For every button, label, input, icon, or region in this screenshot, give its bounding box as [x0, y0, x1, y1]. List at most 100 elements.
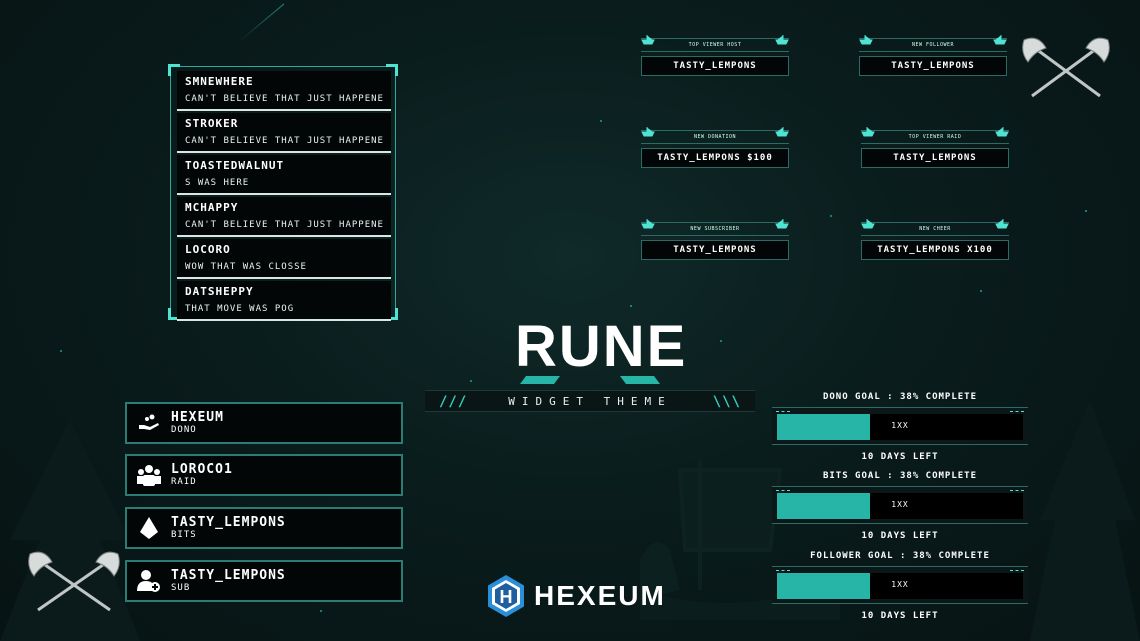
alert-header: TOP VIEWER RAID: [908, 134, 962, 140]
ship-icon: [993, 35, 1007, 45]
ship-icon: [641, 219, 655, 229]
star: [1085, 210, 1087, 212]
alert-value: TASTY_LEMPONS: [641, 240, 789, 260]
alert-value: TASTY_LEMPONS X100: [861, 240, 1009, 260]
alert-top-viewer-raid: TOP VIEWER RAID TASTY_LEMPONS: [861, 127, 1009, 168]
goal-percent-label: 1XX: [891, 421, 909, 430]
event-name: TASTY_LEMPONS: [171, 568, 286, 583]
alert-value: TASTY_LEMPONS: [859, 56, 1007, 76]
alert-new-donation: NEW DONATION TASTY_LEMPONS $100: [641, 127, 789, 168]
viking-ship-silhouette: [640, 460, 840, 620]
chat-box: SMNEWHERE CAN'T BELIEVE THAT JUST HAPPEN…: [168, 64, 398, 321]
chat-message: SMNEWHERE CAN'T BELIEVE THAT JUST HAPPEN…: [177, 71, 391, 111]
chat-message: TOASTEDWALNUT S WAS HERE: [177, 155, 391, 195]
rune-title: RUNE: [515, 314, 688, 379]
hexeum-logo: H HEXEUM: [486, 574, 666, 618]
dono-goal-days-left: 10 DAYS LEFT: [861, 452, 939, 462]
donation-hand-icon: [139, 414, 159, 430]
dono-goal-bar: 1XX: [772, 407, 1028, 445]
shooting-star: [237, 3, 285, 43]
chat-message: MCHAPPY CAN'T BELIEVE THAT JUST HAPPENED: [177, 197, 391, 237]
slash-marks-right: \\\: [712, 394, 741, 410]
logo-letter: H: [500, 587, 513, 607]
alert-value: TASTY_LEMPONS: [641, 56, 789, 76]
chat-text: CAN'T BELIEVE THAT JUST HAPPENED: [185, 94, 383, 104]
goal-progress-fill: [777, 493, 871, 519]
event-item-sub: TASTY_LEMPONS SUB: [125, 560, 403, 602]
alert-new-follower: NEW FOLLOWER TASTY_LEMPONS: [859, 35, 1007, 76]
alert-new-subscriber: NEW SUBSCRIBER TASTY_LEMPONS: [641, 219, 789, 260]
ship-icon: [641, 127, 655, 137]
chat-username: STROKER: [185, 117, 239, 130]
goal-percent-label: 1XX: [891, 580, 909, 589]
ship-icon: [995, 127, 1009, 137]
chat-username: TOASTEDWALNUT: [185, 159, 285, 172]
star: [830, 215, 832, 217]
hexeum-wordmark: HEXEUM: [534, 580, 666, 611]
chat-text: CAN'T BELIEVE THAT JUST HAPPENED: [185, 220, 383, 230]
crossed-axes-icon: [28, 551, 120, 612]
frame-corner: [386, 64, 398, 76]
chat-message: DATSHEPPY THAT MOVE WAS POG: [177, 281, 391, 321]
ship-icon: [995, 219, 1009, 229]
chat-text: WOW THAT WAS CLOSSE: [185, 262, 307, 272]
bits-goal-days-left: 10 DAYS LEFT: [861, 531, 939, 541]
hexagon-logo-icon: H: [488, 575, 524, 617]
chat-text: THAT MOVE WAS POG: [185, 304, 295, 314]
ship-icon: [775, 219, 789, 229]
bits-gem-icon: [140, 517, 158, 539]
bits-goal-title: BITS GOAL : 38% COMPLETE: [822, 471, 978, 481]
alert-new-cheer: NEW CHEER TASTY_LEMPONS X100: [861, 219, 1009, 260]
chat-text: CAN'T BELIEVE THAT JUST HAPPENED: [185, 136, 383, 146]
goal-progress-fill: [777, 573, 871, 599]
alert-value: TASTY_LEMPONS: [861, 148, 1009, 168]
star: [630, 305, 632, 307]
chat-username: LOCORO: [185, 243, 231, 256]
star: [980, 290, 982, 292]
alert-header: NEW SUBSCRIBER: [690, 226, 740, 232]
goal-percent-label: 1XX: [891, 500, 909, 509]
chat-text: S WAS HERE: [185, 178, 250, 188]
goal-progress-fill: [777, 414, 871, 440]
chat-username: MCHAPPY: [185, 201, 239, 214]
star: [600, 120, 602, 122]
slash-marks-left: ///: [439, 394, 468, 410]
star: [720, 340, 722, 342]
event-name: TASTY_LEMPONS: [171, 515, 286, 530]
ship-icon: [861, 127, 875, 137]
event-type: RAID: [171, 477, 197, 487]
raid-group-icon: [137, 465, 161, 486]
event-item-bits: TASTY_LEMPONS BITS: [125, 507, 403, 549]
star: [470, 380, 472, 382]
event-name: HEXEUM: [171, 410, 224, 425]
ship-icon: [861, 219, 875, 229]
follower-goal-days-left: 10 DAYS LEFT: [861, 611, 939, 621]
alert-value: TASTY_LEMPONS $100: [641, 148, 789, 168]
chat-username: SMNEWHERE: [185, 75, 254, 88]
tree-silhouette: [0, 420, 140, 641]
tree-silhouette: [1030, 400, 1140, 641]
event-name: LOROCO1: [171, 462, 233, 477]
widget-theme-banner: /// WIDGET THEME \\\: [425, 390, 755, 412]
star: [320, 610, 322, 612]
add-user-icon: [137, 570, 160, 592]
dono-goal-title: DONO GOAL : 38% COMPLETE: [822, 392, 978, 402]
ship-icon: [641, 35, 655, 45]
title-underline-decoration: [520, 376, 660, 384]
alert-header: NEW DONATION: [693, 134, 737, 140]
alert-header: NEW CHEER: [919, 226, 951, 232]
event-type: SUB: [171, 583, 191, 593]
star: [60, 350, 62, 352]
widget-theme-label: WIDGET THEME: [508, 394, 672, 408]
alert-header: TOP VIEWER HOST: [688, 42, 742, 48]
event-item-raid: LOROCO1 RAID: [125, 454, 403, 496]
crossed-axes-icon: [1022, 37, 1110, 98]
frame-corner: [386, 308, 398, 320]
ship-icon: [775, 35, 789, 45]
ship-icon: [859, 35, 873, 45]
follower-goal-bar: 1XX: [772, 566, 1028, 604]
follower-goal-title: FOLLOWER GOAL : 38% COMPLETE: [810, 551, 990, 561]
event-type: DONO: [171, 425, 197, 435]
frame-corner: [168, 64, 180, 76]
alert-top-viewer-host: TOP VIEWER HOST TASTY_LEMPONS: [641, 35, 789, 76]
